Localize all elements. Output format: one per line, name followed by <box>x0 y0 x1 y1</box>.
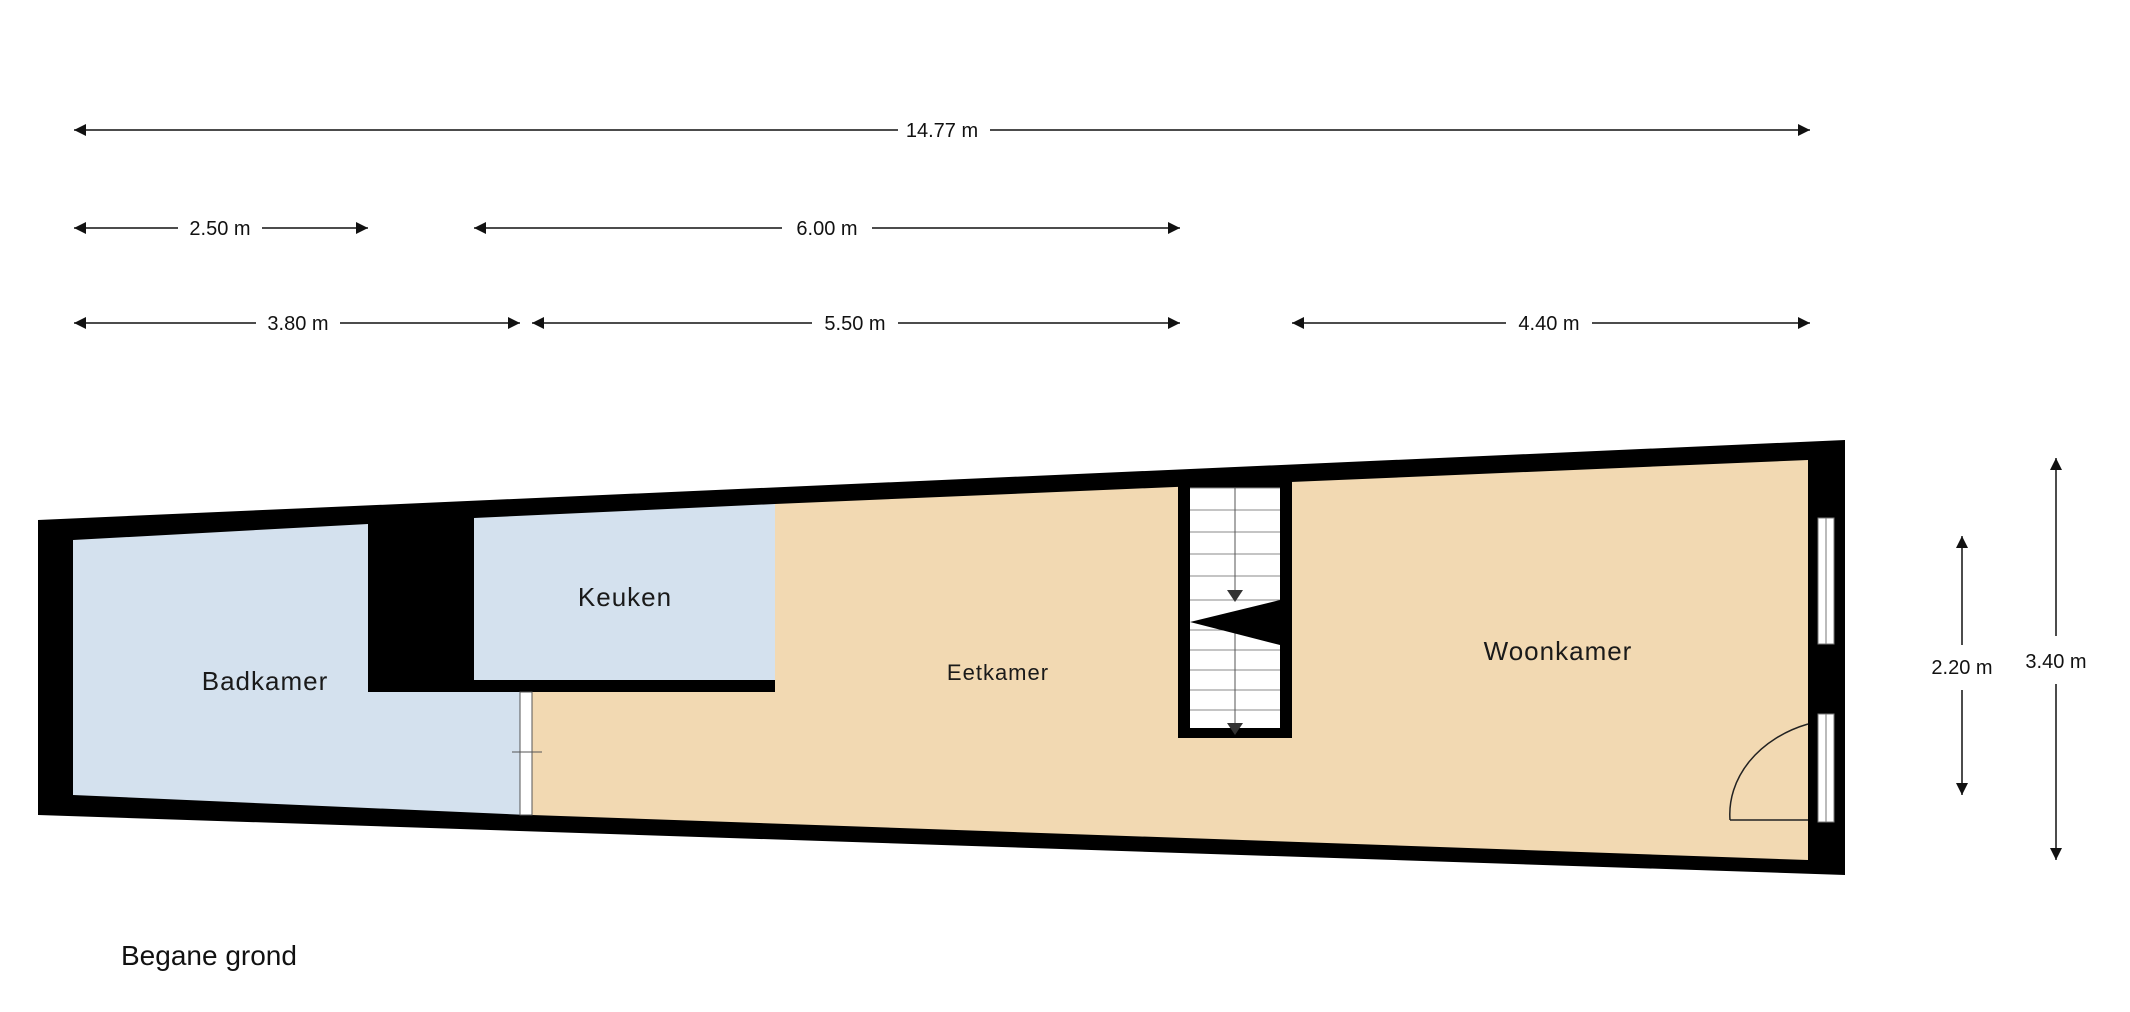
keuken-wall <box>368 680 775 692</box>
badkamer-floor <box>73 524 528 815</box>
staircase <box>1178 480 1292 738</box>
svg-text:14.77 m: 14.77 m <box>906 120 978 142</box>
eetkamer-woonkamer-floor <box>532 460 1808 860</box>
svg-text:5.50 m: 5.50 m <box>824 313 885 335</box>
dimension-middle-span: 6.00 m <box>474 218 1180 240</box>
interior-wall-block <box>368 520 474 692</box>
dimension-inner-width: 2.20 m <box>1931 536 1993 795</box>
front-windows <box>1817 517 1835 823</box>
svg-text:6.00 m: 6.00 m <box>796 218 857 240</box>
dimension-total-length: 14.77 m <box>74 120 1810 142</box>
dimension-dining-span: 5.50 m <box>532 313 1180 335</box>
dimension-living-span: 4.40 m <box>1292 313 1810 335</box>
room-label-woonkamer: Woonkamer <box>1484 636 1633 666</box>
dimension-outer-width: 3.40 m <box>2025 458 2087 860</box>
svg-text:2.50 m: 2.50 m <box>189 218 250 240</box>
keuken-floor <box>474 504 775 680</box>
front-door <box>1729 723 1809 821</box>
svg-text:2.20 m: 2.20 m <box>1931 657 1992 679</box>
floor-name: Begane grond <box>121 940 297 971</box>
dimension-bath-span: 3.80 m <box>74 313 520 335</box>
bathroom-door <box>519 691 533 816</box>
room-label-keuken: Keuken <box>578 582 672 612</box>
svg-text:4.40 m: 4.40 m <box>1518 313 1579 335</box>
room-label-eetkamer: Eetkamer <box>947 660 1049 685</box>
room-label-badkamer: Badkamer <box>202 666 329 696</box>
svg-text:3.40 m: 3.40 m <box>2025 651 2086 673</box>
dimension-kitchen-span: 2.50 m <box>74 218 368 240</box>
svg-text:3.80 m: 3.80 m <box>267 313 328 335</box>
